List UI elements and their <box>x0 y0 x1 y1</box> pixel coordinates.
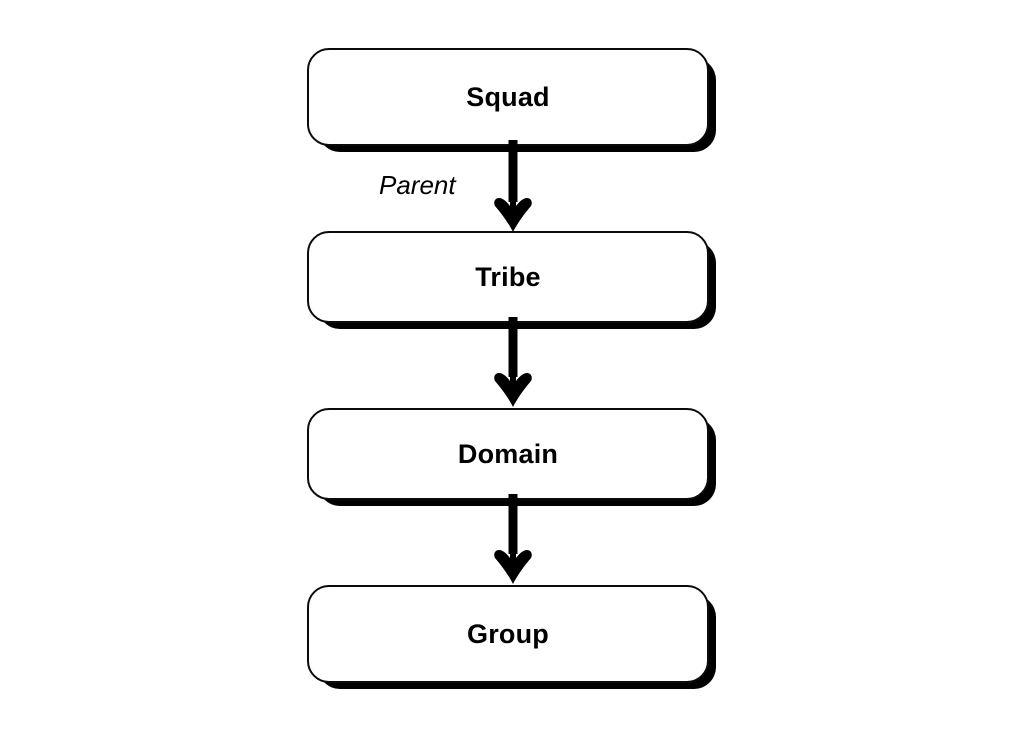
node-body: Tribe <box>307 231 709 323</box>
edge-domain-to-group[interactable] <box>493 494 533 586</box>
arrow-down-icon <box>494 140 532 232</box>
node-group[interactable]: Group <box>307 585 716 689</box>
edge-label-parent: Parent <box>379 170 456 200</box>
node-domain[interactable]: Domain <box>307 408 716 506</box>
edge-squad-to-tribe[interactable] <box>493 140 533 234</box>
node-label-group: Group <box>467 618 549 649</box>
node-body: Squad <box>307 48 709 146</box>
node-tribe[interactable]: Tribe <box>307 231 716 329</box>
node-body: Domain <box>307 408 709 500</box>
node-label-squad: Squad <box>466 81 550 112</box>
arrow-down-icon <box>494 494 532 584</box>
node-body: Group <box>307 585 709 683</box>
node-label-tribe: Tribe <box>475 261 541 292</box>
edge-tribe-to-domain[interactable] <box>493 317 533 409</box>
node-label-domain: Domain <box>457 438 559 469</box>
arrow-down-icon <box>494 317 532 407</box>
node-squad[interactable]: Squad <box>307 48 716 152</box>
